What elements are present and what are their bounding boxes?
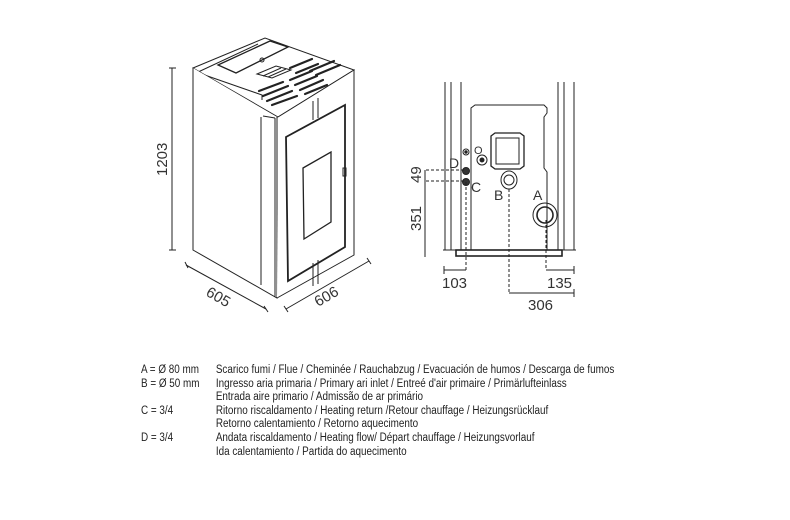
legend-code: B = Ø 50 mm <box>141 377 200 390</box>
dimension-lines-left <box>169 67 372 313</box>
label-c: C <box>471 179 481 195</box>
dim-306-label: 306 <box>528 297 553 314</box>
legend-description: Ritorno riscaldamento / Heating return /… <box>215 404 549 417</box>
legend-description: Retorno calentamiento / Retorno aquecime… <box>215 418 419 431</box>
legend-item-b-cont: Entrada aire primario / Admissão de ar p… <box>141 391 614 405</box>
stove-isometric-view <box>191 37 356 299</box>
legend-description: Ida calentamiento / Partida do aquecimen… <box>215 445 407 458</box>
label-b: B <box>494 187 503 203</box>
dim-49-label: 49 <box>408 166 425 183</box>
label-o: O <box>474 145 483 157</box>
legend-item-c: C = 3/4 Ritorno riscaldamento / Heating … <box>141 405 614 419</box>
legend-description: Ingresso aria primaria / Primary ari inl… <box>215 377 567 390</box>
legend-item-c-cont: Retorno calentamiento / Retorno aquecime… <box>141 418 614 432</box>
legend-code: A = Ø 80 mm <box>141 364 199 376</box>
width-dimension-label: 606 <box>312 283 342 310</box>
dimension-lines-rear <box>424 169 575 297</box>
legend-item-d: D = 3/4 Andata riscaldamento / Heating f… <box>141 432 614 446</box>
dim-351-label: 351 <box>408 206 425 231</box>
dim-103-label: 103 <box>442 275 467 292</box>
legend-description: Andata riscaldamento / Heating flow/ Dép… <box>215 431 535 444</box>
legend-description: Entrada aire primario / Admissão de ar p… <box>215 391 424 404</box>
legend-item-d-cont: Ida calentamiento / Partida do aquecimen… <box>141 446 614 460</box>
dim-135-label: 135 <box>547 275 572 292</box>
legend-description: Scarico fumi / Flue / Cheminée / Rauchab… <box>215 364 615 376</box>
label-d: D <box>449 155 459 171</box>
legend-item-b: B = Ø 50 mm Ingresso aria primaria / Pri… <box>141 378 614 392</box>
connection-legend: A = Ø 80 mm Scarico fumi / Flue / Chemin… <box>141 364 614 459</box>
label-a: A <box>533 187 543 203</box>
legend-item-a: A = Ø 80 mm Scarico fumi / Flue / Chemin… <box>141 364 614 378</box>
depth-dimension-label: 605 <box>203 284 233 311</box>
legend-code: D = 3/4 <box>141 431 174 444</box>
height-dimension-label: 1203 <box>154 143 171 176</box>
legend-code: C = 3/4 <box>141 404 174 417</box>
